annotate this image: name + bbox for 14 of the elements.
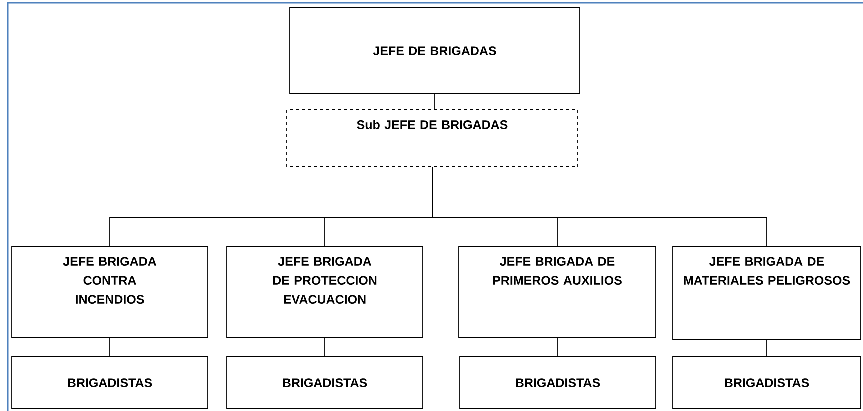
connector-line xyxy=(434,94,436,110)
brigade-box: JEFE BRIGADA CONTRA INCENDIOS xyxy=(12,246,208,338)
connector-line xyxy=(557,338,558,358)
member-box: BRIGADISTAS xyxy=(672,356,862,410)
connector-line xyxy=(324,338,326,358)
brigade-box: JEFE BRIGADA DE MATERIALES PELIGROSOS xyxy=(672,246,862,340)
member-box: BRIGADISTAS xyxy=(226,356,424,410)
brigade-box: JEFE BRIGADA DE PROTECCION EVACUACION xyxy=(226,246,424,338)
connector-line xyxy=(766,340,768,358)
member-box: BRIGADISTAS xyxy=(12,356,208,410)
deputy-box: Sub JEFE DE BRIGADAS xyxy=(286,110,578,168)
brigade-box: JEFE BRIGADA DE PRIMEROS AUXILIOS xyxy=(458,246,656,338)
member-box: BRIGADISTAS xyxy=(460,356,656,410)
head-box: JEFE DE BRIGADAS xyxy=(290,8,580,94)
